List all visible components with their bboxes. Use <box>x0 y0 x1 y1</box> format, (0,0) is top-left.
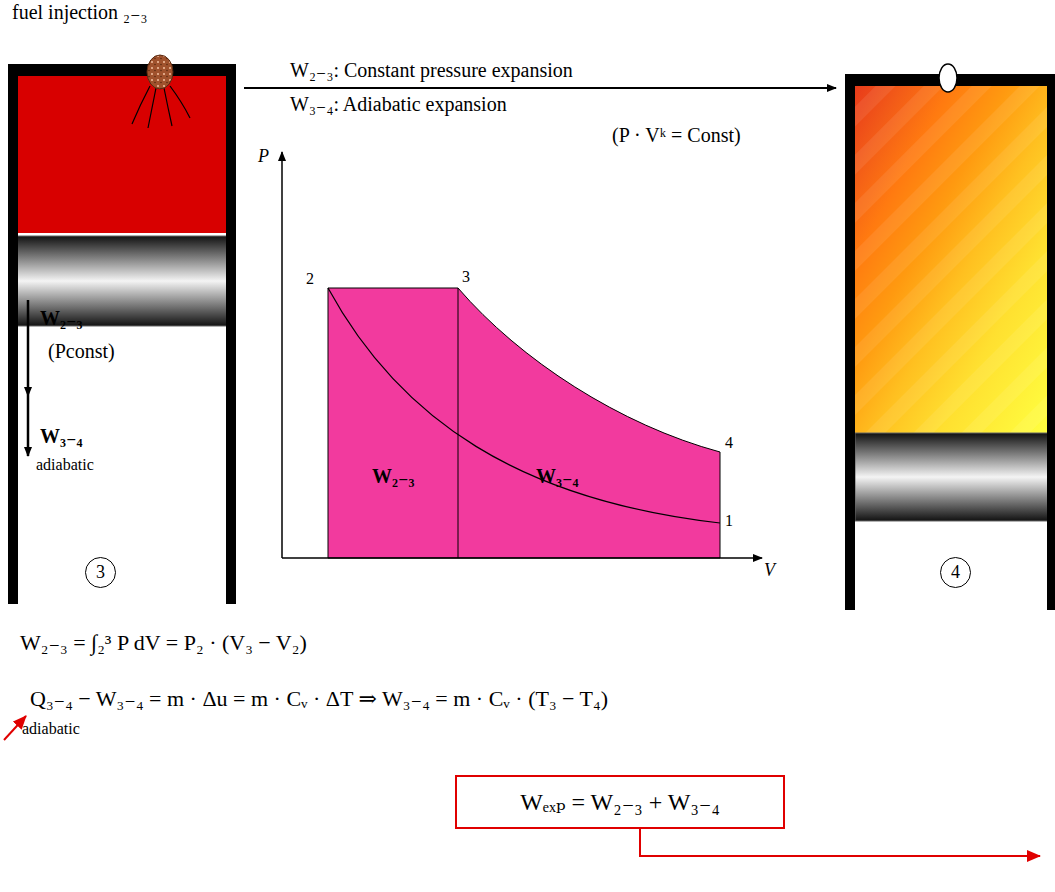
label-text: W₃₋₄: Adiabatic expansion <box>290 93 507 115</box>
label-holder: W₃₋₄: Adiabatic expansion <box>290 92 507 116</box>
label-holder: fuel injection ₂₋₃ <box>12 0 148 24</box>
label-text: W₃₋₄ <box>536 465 579 487</box>
label-text: W₂₋₃ = ∫₂³ P dV = P₂ · (V₃ − V₂) <box>20 630 307 655</box>
label-holder: 4 <box>725 434 733 452</box>
label-holder: W₂₋₃: Constant pressure expansion <box>290 58 573 82</box>
label-holder: W₃₋₄ <box>536 464 579 488</box>
step-circle: 3 <box>85 557 116 588</box>
label-text: P <box>258 146 269 166</box>
label-text: W₂₋₃ <box>40 307 83 329</box>
step-circle: 4 <box>940 557 971 588</box>
label-text: 1 <box>725 512 733 529</box>
label-holder: Q₃₋₄ − W₃₋₄ = m · Δu = m · Cᵥ · ΔT ⇒ W₃₋… <box>30 686 608 712</box>
label-holder: adiabatic <box>22 720 80 738</box>
label-text: (P · Vᵏ = Const) <box>612 124 741 146</box>
cylinder-right <box>845 64 1055 610</box>
label-text: 4 <box>725 434 733 451</box>
label-holder: W₃₋₄ <box>40 424 83 448</box>
label-text: adiabatic <box>36 456 94 473</box>
label-text: V <box>764 560 775 580</box>
label-text: (Pconst) <box>48 340 115 362</box>
label-holder: W₂₋₃ <box>372 464 415 488</box>
label-holder: (P · Vᵏ = Const) <box>612 124 741 147</box>
label-holder: W₂₋₃ = ∫₂³ P dV = P₂ · (V₃ − V₂) <box>20 630 307 656</box>
label-holder: W₂₋₃ <box>40 306 83 330</box>
cylinder-left <box>8 55 236 604</box>
node-text: 3 <box>96 562 105 583</box>
label-holder: P <box>258 146 269 167</box>
node-text: 4 <box>951 562 960 583</box>
label-text: adiabatic <box>22 720 80 737</box>
label-text: W₃₋₄ <box>40 425 83 447</box>
node-text: Wₑₓₚ = W₂₋₃ + W₃₋₄ <box>520 788 720 816</box>
label-holder: V <box>764 560 775 581</box>
label-holder: (Pconst) <box>48 340 115 363</box>
process-arrow <box>244 87 836 89</box>
label-holder: 1 <box>725 512 733 530</box>
label-holder: 3 <box>462 268 470 286</box>
label-text: 3 <box>462 268 470 285</box>
label-text: W₂₋₃ <box>372 465 415 487</box>
label-text: 2 <box>306 270 314 287</box>
pv-chart <box>282 152 762 558</box>
result-box: Wₑₓₚ = W₂₋₃ + W₃₋₄ <box>455 775 785 829</box>
label-holder: 2 <box>306 270 314 288</box>
label-text: Q₃₋₄ − W₃₋₄ = m · Δu = m · Cᵥ · ΔT ⇒ W₃₋… <box>30 686 608 711</box>
label-holder: adiabatic <box>36 456 94 474</box>
label-text: fuel injection ₂₋₃ <box>12 1 148 23</box>
result-arrow <box>640 829 1040 856</box>
label-text: W₂₋₃: Constant pressure expansion <box>290 59 573 81</box>
